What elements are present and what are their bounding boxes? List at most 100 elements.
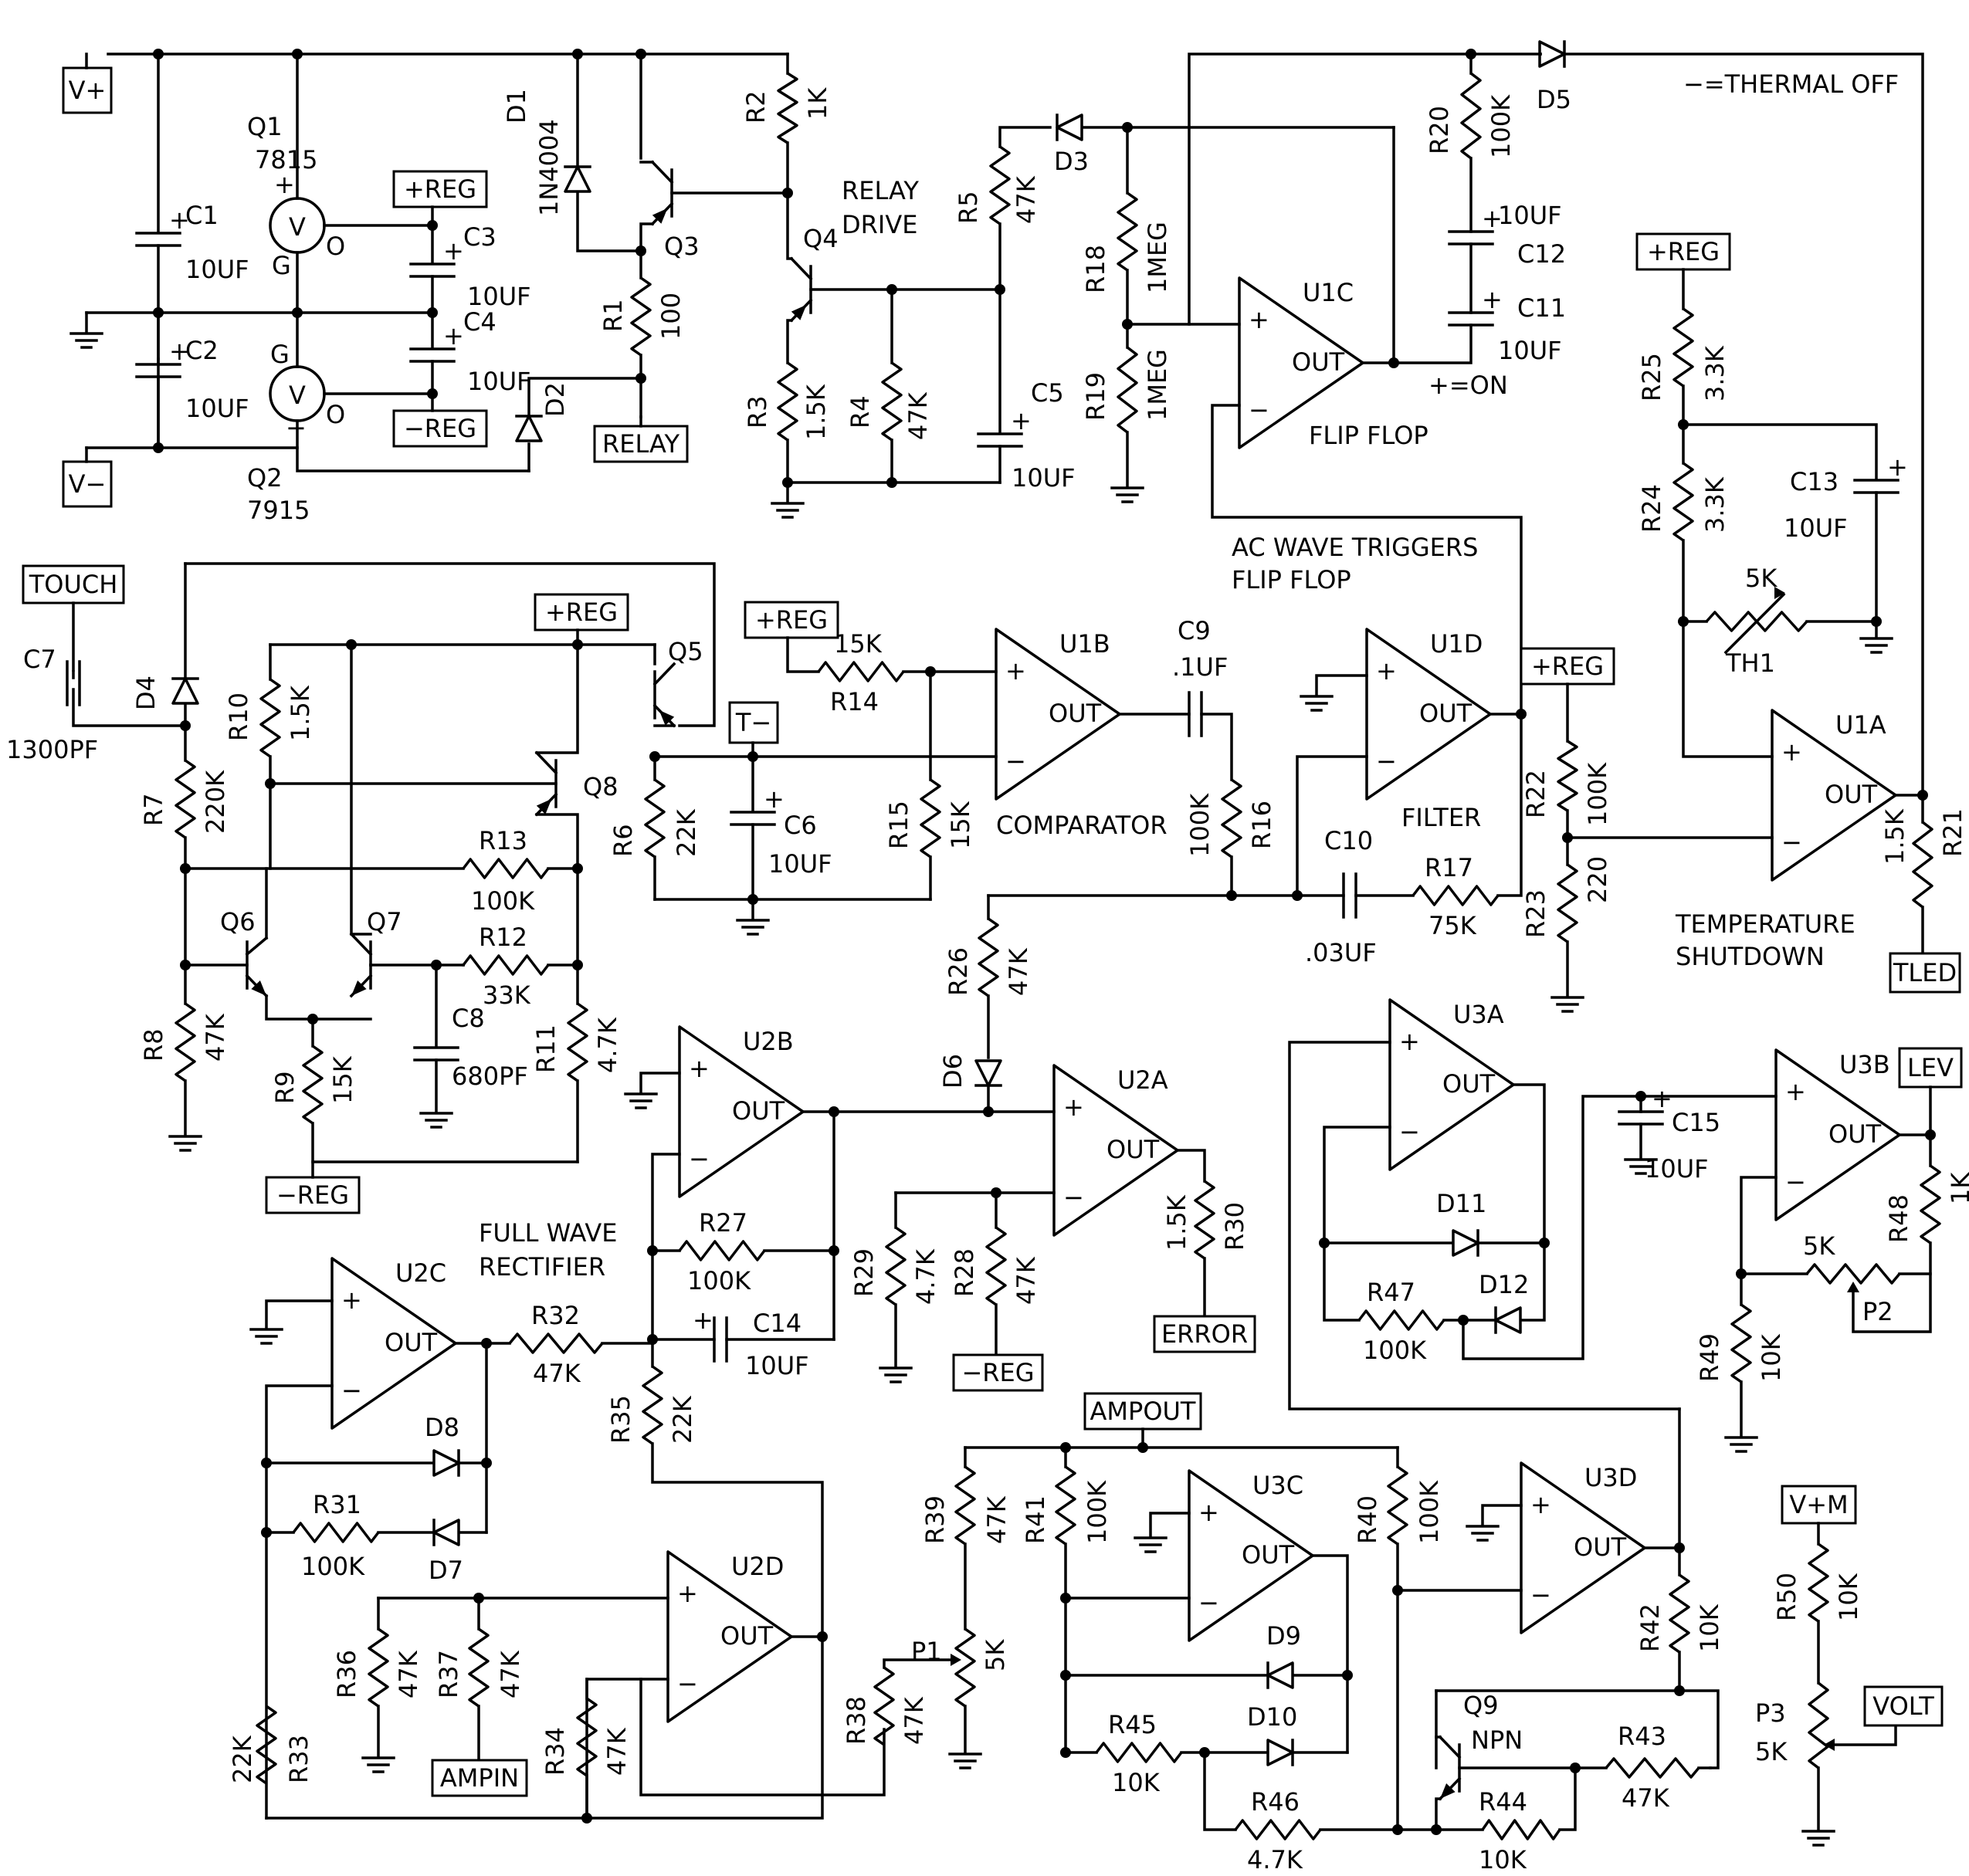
label: +=ON	[1428, 371, 1508, 400]
label: TEMPERATURE	[1675, 909, 1855, 939]
svg-text:+: +	[1482, 204, 1503, 233]
r30-resistor	[1194, 1180, 1215, 1260]
label: Q8	[583, 772, 618, 801]
label: FLIP FLOP	[1309, 421, 1428, 450]
c11-cap: +	[1448, 285, 1503, 327]
label: FILTER	[1401, 803, 1481, 832]
p2-potentiometer	[1805, 1263, 1901, 1285]
q4-transistor	[789, 256, 813, 323]
label: Q9	[1463, 1691, 1499, 1720]
lev-port: LEV	[1898, 1047, 1963, 1089]
t-minus-port: T−	[728, 701, 779, 744]
ground-icon	[1724, 1436, 1758, 1453]
label: Q4	[803, 224, 839, 253]
label: D5	[1537, 85, 1571, 114]
vm-port-text: V+M	[1789, 1490, 1848, 1519]
label: 47K	[1622, 1783, 1670, 1813]
r31-resistor	[292, 1522, 380, 1543]
out-label: OUT	[1419, 699, 1473, 728]
tled-port: TLED	[1889, 952, 1961, 994]
q8-transistor	[534, 750, 558, 817]
label: Q6	[220, 907, 256, 936]
r50-resistor	[1808, 1542, 1829, 1623]
label: 1.5K	[801, 384, 831, 440]
vminus-port: V−	[62, 460, 113, 508]
label: R17	[1425, 853, 1473, 882]
label: 10K	[1834, 1573, 1863, 1621]
label: R44	[1479, 1787, 1527, 1817]
c6-cap: +	[730, 784, 785, 826]
r5-resistor	[989, 145, 1011, 225]
junction-dot	[180, 720, 191, 731]
label: Q3	[664, 232, 700, 261]
relay-port: RELAY	[593, 425, 689, 463]
label: C1	[185, 201, 219, 230]
reg-q5-port: +REG	[534, 593, 629, 632]
touch-port: TOUCH	[22, 564, 125, 604]
d4-diode	[171, 677, 199, 705]
label: DRIVE	[842, 210, 917, 239]
plus-sign: +	[1249, 305, 1269, 334]
label: R11	[531, 1024, 561, 1073]
ground-icon	[419, 1112, 453, 1129]
label: R4	[846, 395, 875, 428]
ground-icon	[736, 919, 770, 936]
label: O	[326, 400, 345, 429]
d2-diode	[515, 415, 543, 442]
reg-v: V	[289, 212, 306, 242]
c13-cap: +	[1853, 452, 1908, 494]
label: D11	[1436, 1189, 1486, 1218]
r18-resistor	[1117, 191, 1138, 272]
reg-r14-port: +REG	[744, 601, 839, 639]
c10-cap	[1342, 872, 1357, 919]
r9-resistor	[302, 1045, 324, 1125]
label: 10UF	[1784, 513, 1848, 543]
svg-text:+: +	[1482, 285, 1503, 314]
label: R18	[1081, 245, 1110, 293]
c7-cap	[66, 660, 81, 706]
r26-resistor	[978, 917, 999, 997]
label: G	[270, 340, 290, 369]
label: D4	[131, 676, 161, 710]
t-minus-port-text: T−	[735, 708, 771, 737]
r35-resistor	[642, 1365, 663, 1445]
label: R13	[479, 826, 527, 855]
out-label: OUT	[720, 1621, 774, 1651]
r2-resistor	[777, 72, 798, 144]
junction-dot	[153, 442, 164, 453]
label: 10UF	[185, 255, 249, 284]
label: C10	[1324, 826, 1373, 855]
label: R40	[1353, 1495, 1382, 1544]
volt-port-text: VOLT	[1872, 1691, 1934, 1721]
label: R38	[842, 1696, 871, 1745]
u1c-opamp: +−OUT	[1238, 276, 1364, 449]
label: 220	[1583, 856, 1612, 903]
p1-potentiometer	[954, 1627, 976, 1708]
label: 10UF	[1012, 463, 1076, 493]
label: 100K	[1363, 1336, 1427, 1365]
u2d-opamp: +−OUT	[666, 1550, 793, 1723]
nreg-r28-port: −REG	[952, 1353, 1044, 1392]
r17-resistor	[1412, 885, 1500, 906]
label: R23	[1521, 889, 1550, 938]
label: 10UF	[1645, 1154, 1709, 1184]
c1-cap: +	[135, 205, 190, 247]
label: R10	[224, 692, 253, 741]
r14-resistor	[817, 661, 905, 682]
u3d-opamp: +−OUT	[1520, 1461, 1646, 1634]
p3-potentiometer	[1808, 1681, 1829, 1769]
label: 220K	[201, 770, 230, 834]
svg-text:+: +	[443, 236, 464, 266]
label: D6	[938, 1054, 968, 1089]
reg-r22-port: +REG	[1520, 647, 1615, 686]
minus-sign: −	[1785, 1167, 1806, 1197]
label: R32	[531, 1301, 580, 1330]
nreg-q2-port: −REG	[392, 409, 488, 448]
label: 4.7K	[1247, 1845, 1303, 1874]
u3b-opamp: +−OUT	[1774, 1048, 1901, 1221]
d9-diode	[1266, 1661, 1294, 1689]
r28-resistor	[985, 1226, 1007, 1306]
u3c-opamp: +−OUT	[1188, 1469, 1314, 1642]
label: R20	[1425, 106, 1454, 154]
